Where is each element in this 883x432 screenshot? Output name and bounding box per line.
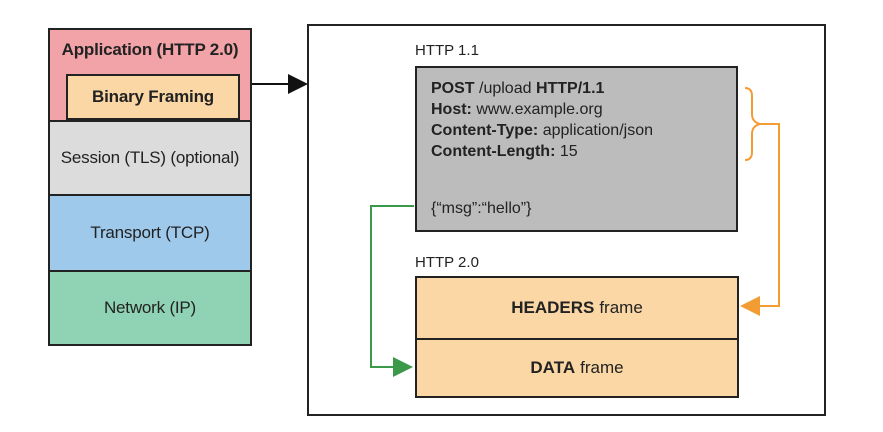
data-frame-type: DATA: [530, 358, 576, 377]
content-length-key: Content-Length:: [431, 143, 556, 160]
headers-frame-type: HEADERS: [511, 298, 595, 317]
binary-framing-label: Binary Framing: [92, 87, 214, 106]
content-type-header: Content-Type: application/json: [431, 120, 736, 141]
application-layer-label: Application (HTTP 2.0): [61, 40, 239, 59]
host-header-value: www.example.org: [471, 101, 603, 118]
data-frame-suffix: frame: [580, 358, 624, 377]
network-layer-label: Network (IP): [103, 298, 197, 317]
session-layer: Session (TLS) (optional): [48, 120, 252, 196]
content-length-header: Content-Length: 15: [431, 141, 736, 162]
request-line: POST /upload HTTP/1.1: [431, 78, 736, 99]
network-layer: Network (IP): [48, 270, 252, 346]
headers-arrow: [740, 123, 780, 316]
application-layer: Application (HTTP 2.0) Binary Framing: [48, 28, 252, 122]
headers-brace: [744, 87, 761, 161]
http2-label: HTTP 2.0: [415, 254, 479, 271]
content-type-key: Content-Type:: [431, 122, 539, 139]
session-layer-label: Session (TLS) (optional): [60, 148, 240, 167]
content-type-value: application/json: [538, 122, 653, 139]
binary-framing-layer: Binary Framing: [66, 74, 240, 120]
http1-label: HTTP 1.1: [415, 42, 479, 59]
host-header-key: Host:: [431, 101, 472, 118]
request-path: /upload: [474, 80, 536, 97]
request-body: {“msg”:“hello”}: [431, 200, 532, 217]
transport-layer-label: Transport (TCP): [90, 223, 210, 242]
host-header: Host: www.example.org: [431, 99, 736, 120]
request-method: POST: [431, 80, 475, 97]
headers-frame-suffix: frame: [599, 298, 643, 317]
request-version: HTTP/1.1: [535, 80, 605, 97]
content-length-value: 15: [555, 143, 578, 160]
body-arrow: [370, 205, 414, 377]
http1-message-box: POST /upload HTTP/1.1 Host: www.example.…: [415, 66, 738, 232]
